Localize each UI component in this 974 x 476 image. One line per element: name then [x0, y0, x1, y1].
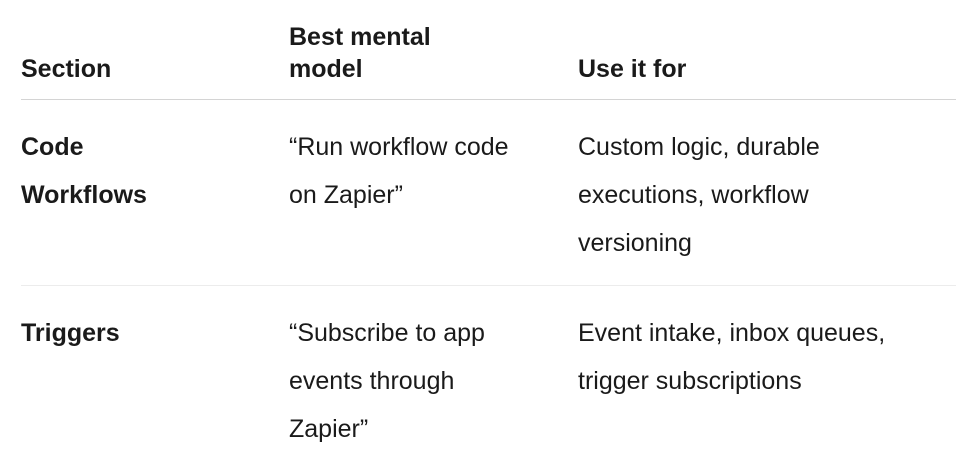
header-use-it-for: Use it for	[578, 55, 687, 83]
table-row: Code Workflows “Run workflow code on Zap…	[21, 100, 956, 286]
row-section-label: Triggers	[21, 319, 120, 347]
row-mental-model: “Subscribe to app events through Zapier”	[289, 319, 485, 443]
comparison-table: Section Best mental model Use it for Cod…	[21, 0, 956, 476]
header-section: Section	[21, 55, 112, 83]
table-header-row: Section Best mental model Use it for	[21, 0, 956, 100]
row-use-it-for: Custom logic, durable executions, workfl…	[578, 133, 820, 257]
table-row: Triggers “Subscribe to app events throug…	[21, 286, 956, 476]
row-section-label: Code Workflows	[21, 133, 147, 209]
row-use-it-for: Event intake, inbox queues, trigger subs…	[578, 319, 886, 395]
row-mental-model: “Run workflow code on Zapier”	[289, 133, 509, 209]
header-best-mental-model: Best mental model	[289, 23, 431, 83]
